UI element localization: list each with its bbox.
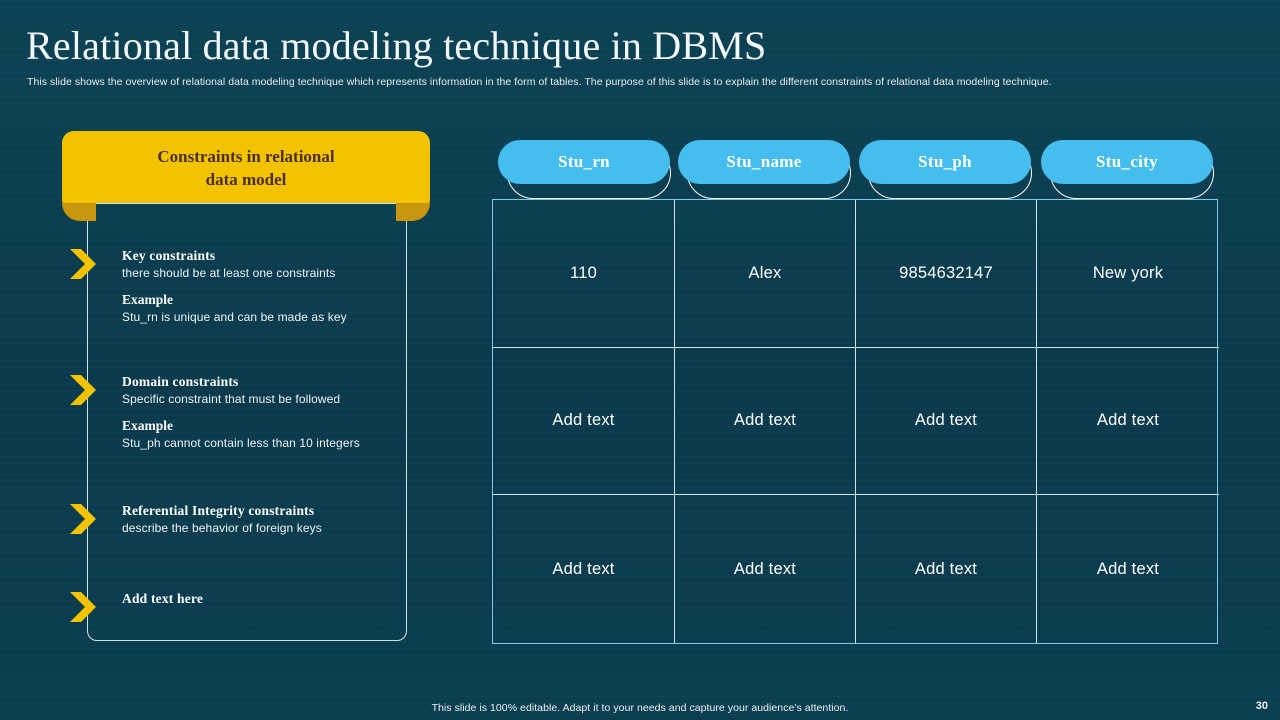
column-header-label: Stu_rn [558,152,610,171]
table-cell[interactable]: Add text [856,347,1037,496]
table-cell[interactable]: 110 [493,200,675,348]
column-header-stu-name[interactable]: Stu_name [678,140,851,199]
column-header-stu-ph[interactable]: Stu_ph [859,140,1032,199]
table-cell[interactable]: Add text [1037,348,1219,496]
constraint-item-1-text: Key constraints there should be at least… [122,247,402,326]
column-header-pill: Stu_rn [498,140,670,184]
page-number: 30 [1255,700,1268,712]
table-cell[interactable]: Add text [675,495,856,643]
constraint-item-1-description: there should be at least one constraints [122,266,336,280]
table-grid: 110 Alex 9854632147 New york Add text Ad… [492,199,1219,644]
constraint-item-1-example-text: Stu_rn is unique and can be made as key [122,310,347,324]
table-cell[interactable]: Add text [1096,559,1160,578]
constraint-item-1-example-label: Example [122,292,174,307]
constraints-panel-body [87,203,407,641]
constraint-item-2-description: Specific constraint that must be followe… [122,392,341,406]
chevron-right-icon [70,592,96,622]
banner-title-line-2: data model [205,170,287,189]
column-header-label: Stu_name [726,152,802,171]
column-header-pill: Stu_city [1041,140,1213,184]
table-cell[interactable]: Add text [856,495,1037,643]
table-cell[interactable]: Alex [675,200,856,348]
column-header-stu-city[interactable]: Stu_city [1041,140,1214,199]
constraint-item-3-heading: Referential Integrity constraints [122,503,315,518]
page-title: Relational data modeling technique in DB… [26,23,767,68]
constraint-item-2-text: Domain constraints Specific constraint t… [122,373,402,452]
constraint-item-2-example-text: Stu_ph cannot contain less than 10 integ… [122,436,360,450]
constraint-item-3-text: Referential Integrity constraints descri… [122,502,402,537]
chevron-right-icon [70,249,96,279]
banner-body [62,131,430,203]
student-table: Stu_rn Stu_name Stu_ph Stu_city 110 Alex… [492,140,1219,645]
footer-note: This slide is 100% editable. Adapt it to… [431,702,849,714]
banner-title-line-1: Constraints in relational [157,147,335,166]
chevron-right-icon [70,504,96,534]
page-subtitle: This slide shows the overview of relatio… [27,76,1052,88]
constraint-item-2-heading: Domain constraints [122,374,239,389]
column-header-pill: Stu_name [678,140,850,184]
chevron-right-icon [70,375,96,405]
table-cell[interactable]: New york [1037,200,1219,348]
constraint-item-4-text: Add text here [122,590,402,607]
constraint-item-4-heading: Add text here [122,591,204,606]
table-cell[interactable]: Add text [493,495,675,643]
constraint-item-2-example-label: Example [122,418,174,433]
table-cell[interactable]: Add text [493,347,675,496]
constraints-panel: Constraints in relational data model Key… [62,131,430,647]
column-header-stu-rn[interactable]: Stu_rn [498,140,671,199]
column-header-pill: Stu_ph [859,140,1031,184]
constraint-item-1-heading: Key constraints [122,248,216,263]
banner-title: Constraints in relational data model [62,145,430,191]
table-cell[interactable]: Add text [675,347,856,496]
constraint-item-3-description: describe the behavior of foreign keys [122,521,322,535]
column-header-label: Stu_city [1096,152,1158,171]
constraints-banner: Constraints in relational data model [62,131,430,221]
table-cell[interactable]: 9854632147 [856,200,1037,348]
column-header-label: Stu_ph [918,152,972,171]
